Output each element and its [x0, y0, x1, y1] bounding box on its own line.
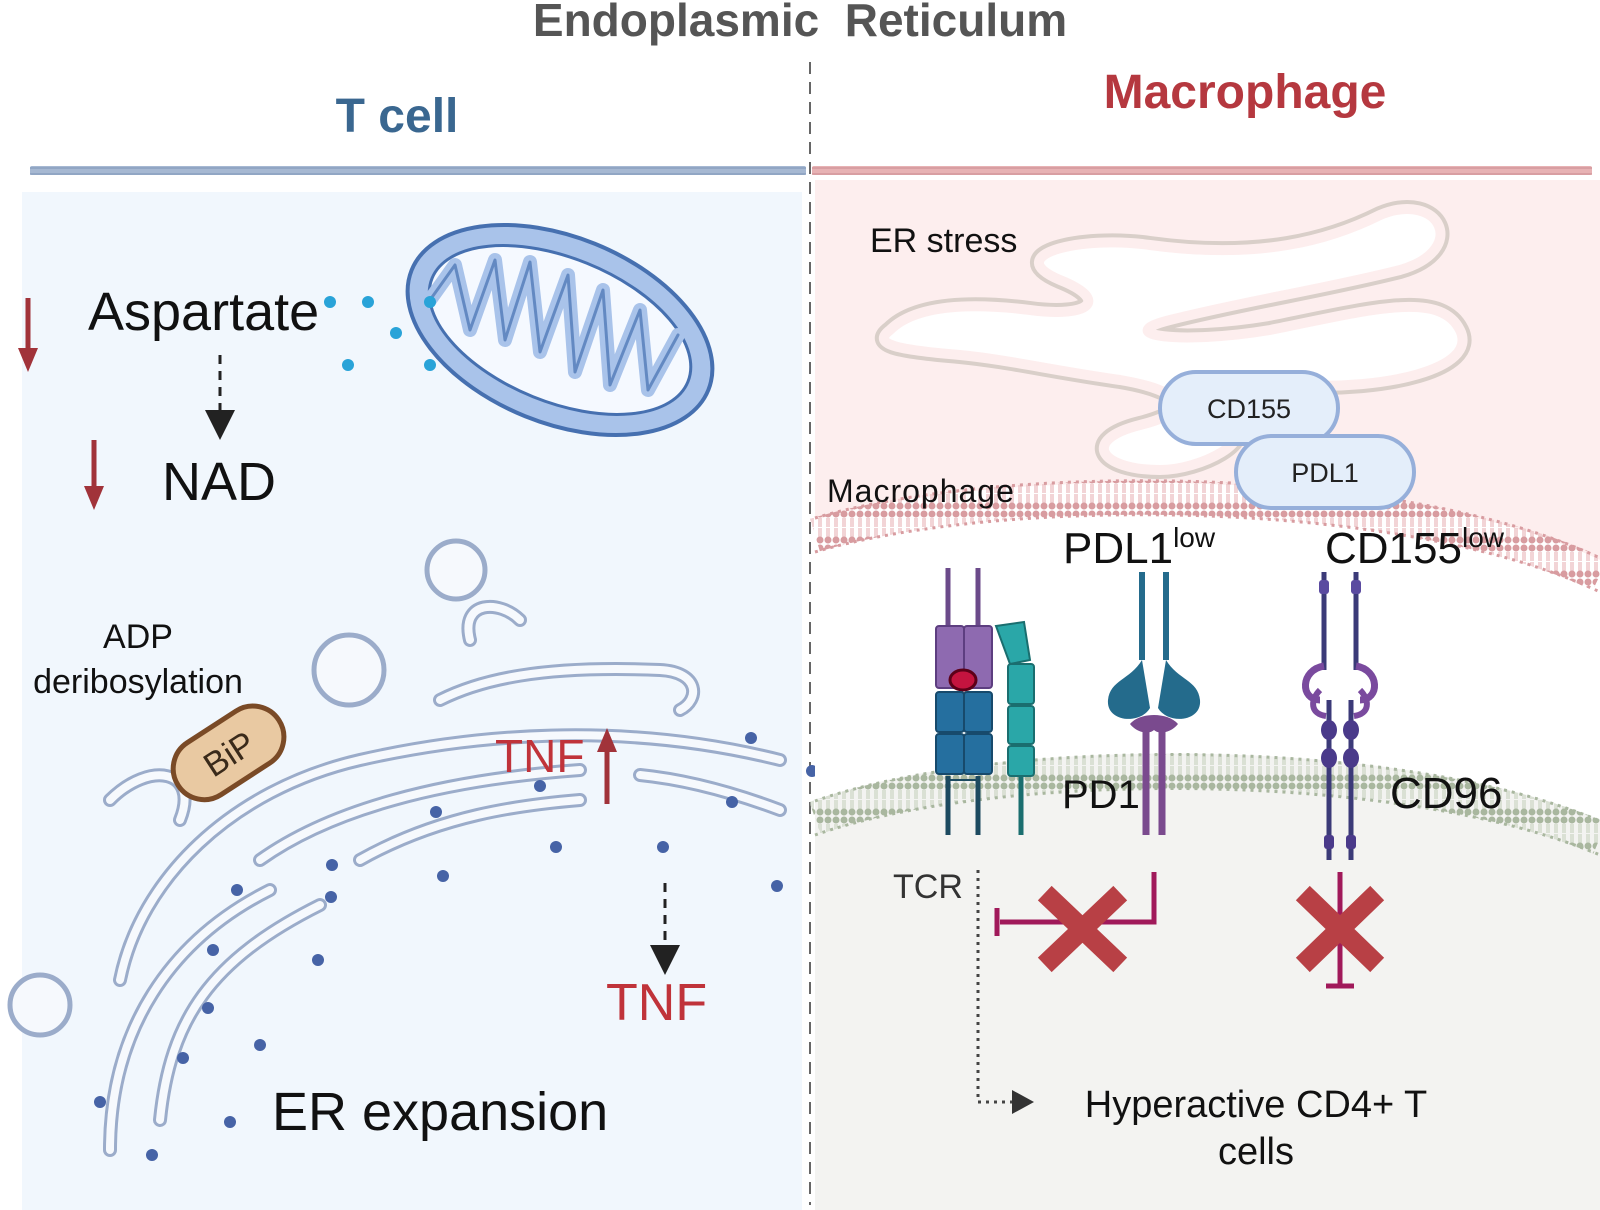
tnf-secreted-label: TNF: [606, 974, 707, 1032]
nad-label: NAD: [162, 452, 276, 512]
cd155-low-label: CD155low: [1325, 522, 1505, 573]
tnf-upregulated-label: TNF: [495, 730, 584, 782]
pd1-inhibition-line: [994, 872, 1157, 936]
nad-down-arrow: [84, 440, 104, 510]
cd96-cross-icon: [1295, 885, 1385, 973]
aspartate-dots: [324, 296, 436, 371]
mhc-tcr-complex-icon: [935, 568, 993, 835]
pdl1-pill: PDL1: [1234, 434, 1416, 510]
tcell-membrane: [809, 754, 1600, 854]
bip-icon: BiP: [170, 703, 287, 803]
tcr-label: TCR: [893, 868, 963, 906]
macrophage-title: Macrophage: [1104, 66, 1387, 119]
er-expansion-label: ER expansion: [272, 1082, 608, 1142]
ribosomes: [94, 732, 818, 1161]
mitochondrion-icon: [405, 222, 715, 438]
tcell-title: T cell: [336, 90, 459, 143]
vesicles: [7, 538, 488, 1038]
co-receptor-icon: [994, 620, 1035, 835]
hyperactive-label-line1: Hyperactive CD4+ T: [1085, 1084, 1427, 1126]
pdl1-pd1-icon: [1107, 572, 1201, 835]
tcell-cytoplasm: [815, 753, 1600, 1210]
macrophage-membrane: [810, 480, 1600, 591]
er-stress-label: ER stress: [870, 222, 1017, 260]
aspartate-down-arrow: [18, 298, 38, 372]
cd155-pill-label: CD155: [1207, 394, 1291, 424]
er-tcell-inner: [106, 603, 784, 1154]
pd1-label: PD1: [1062, 773, 1140, 817]
aspartate-label: Aspartate: [88, 282, 319, 342]
diagram-title: Endoplasmic Reticulum: [533, 0, 1067, 46]
cd155-pill: CD155: [1158, 370, 1340, 446]
adp-label-line2: deribosylation: [33, 663, 243, 701]
tnf-up-arrow: [597, 728, 617, 804]
hyperactive-label-line2: cells: [1218, 1131, 1294, 1173]
cd96-label: CD96: [1390, 769, 1503, 818]
cd155-cd96-icon: [1302, 572, 1378, 860]
macrophage-membrane-label: Macrophage: [827, 473, 1015, 509]
pdl1-pill-label: PDL1: [1291, 458, 1359, 488]
tcr-signal-arrow: [976, 870, 1022, 1104]
adp-label-line1: ADP: [103, 618, 173, 656]
pd1-cross-icon: [1037, 885, 1128, 973]
pdl1-low-label: PDL1low: [1063, 522, 1216, 573]
